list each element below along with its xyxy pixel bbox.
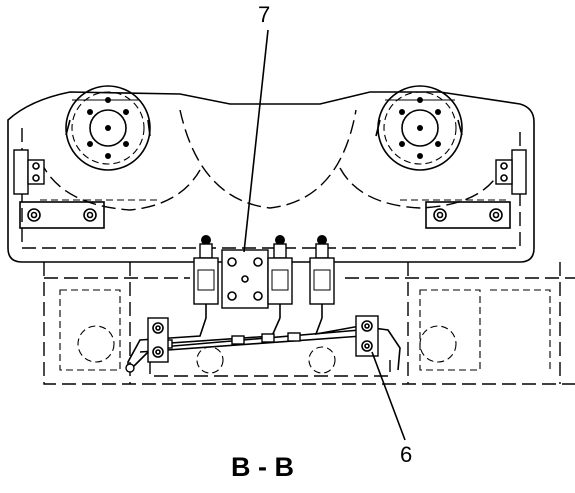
leader-line-6 bbox=[371, 351, 406, 441]
section-view-label: B - B bbox=[231, 452, 294, 482]
right-side-bracket bbox=[495, 149, 527, 195]
upper-housing bbox=[7, 91, 535, 263]
left-mount-plate bbox=[19, 201, 105, 229]
solenoid-center bbox=[267, 235, 293, 318]
solenoid-left bbox=[193, 235, 219, 318]
right-drum bbox=[375, 85, 463, 171]
callout-number-6: 6 bbox=[400, 442, 412, 467]
central-valve-block bbox=[221, 249, 269, 309]
callout-number-7: 7 bbox=[258, 2, 270, 27]
leader-line-7 bbox=[243, 29, 269, 253]
left-clamp bbox=[147, 317, 169, 363]
solenoid-right bbox=[309, 235, 335, 318]
right-clamp bbox=[355, 315, 379, 357]
right-mount-plate bbox=[425, 201, 511, 229]
left-drum bbox=[65, 85, 151, 171]
left-side-bracket bbox=[13, 149, 45, 195]
lower-frame bbox=[43, 262, 575, 385]
